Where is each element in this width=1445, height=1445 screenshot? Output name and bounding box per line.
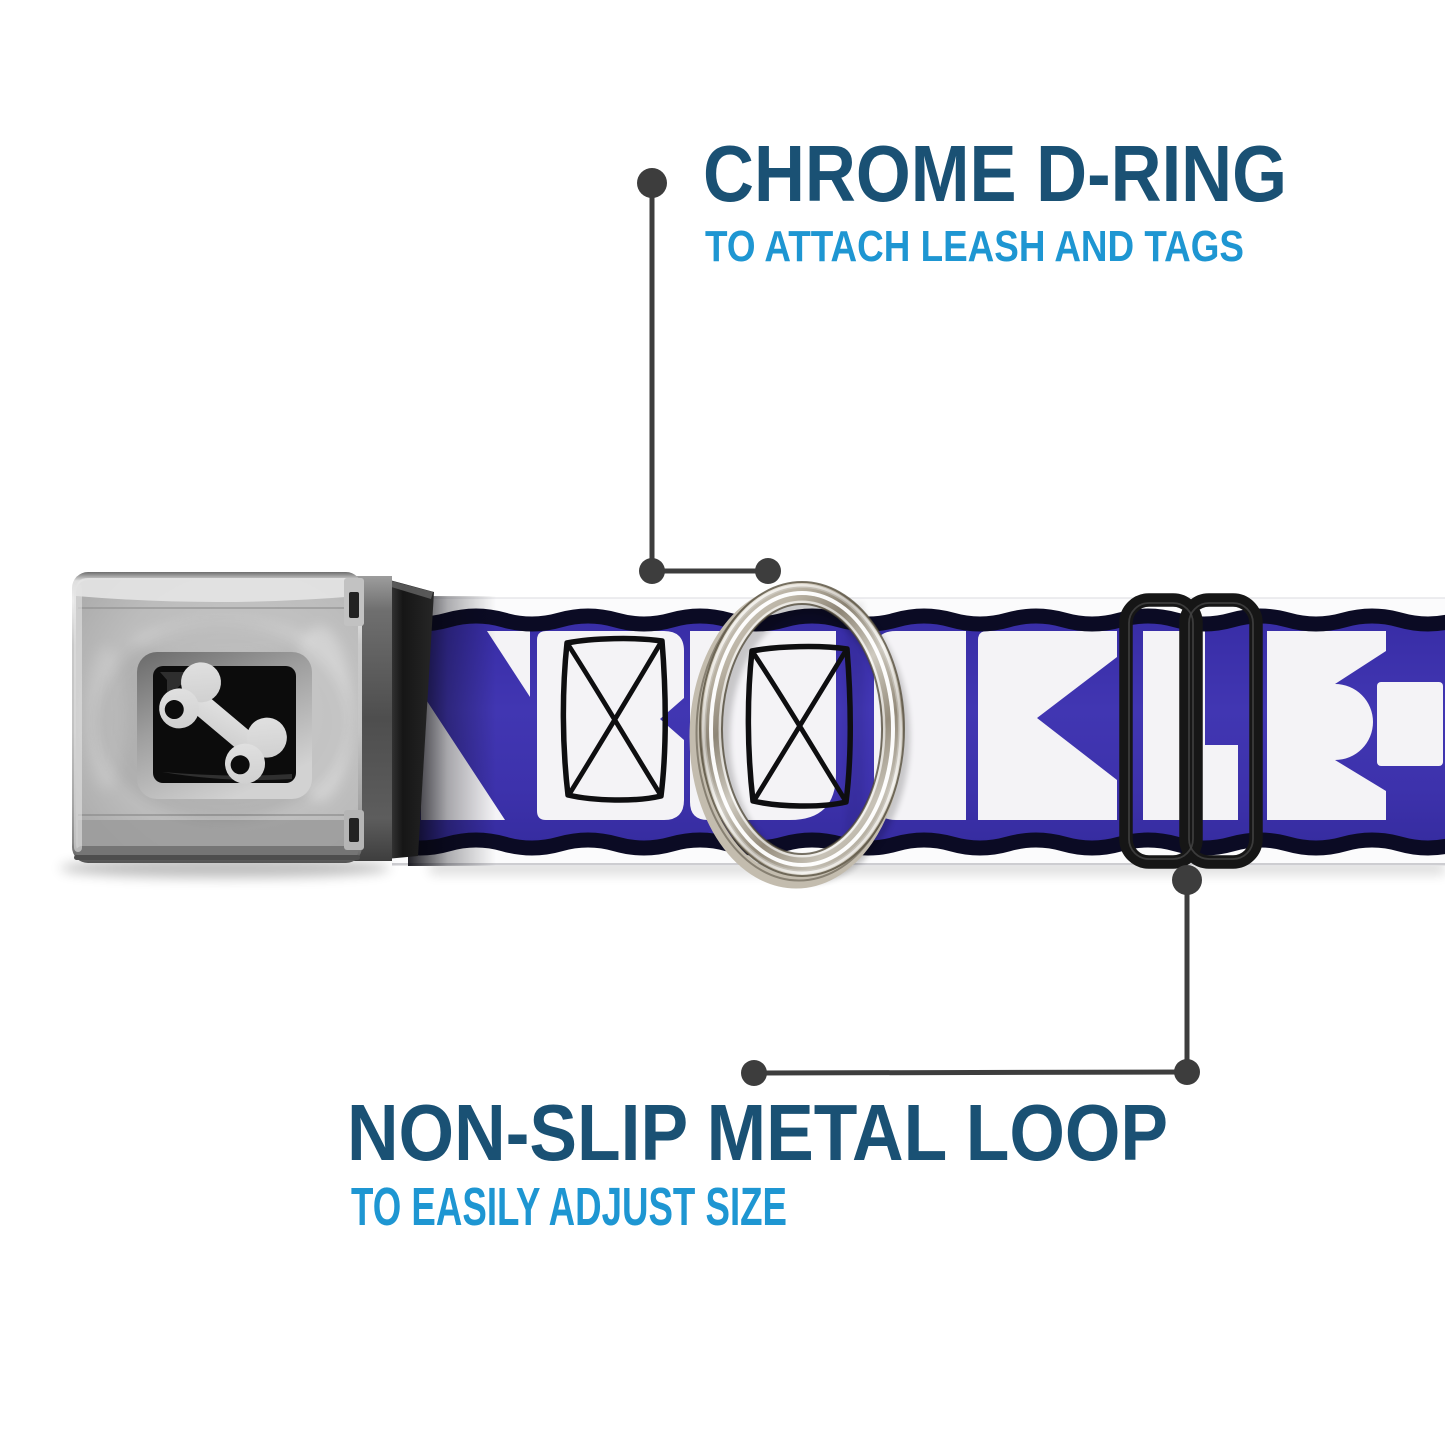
callout-dot bbox=[639, 558, 665, 584]
callout-dot bbox=[755, 558, 781, 584]
dog-bone-icon bbox=[159, 662, 287, 784]
collar-strap bbox=[389, 596, 1445, 874]
webbing-border-top bbox=[389, 608, 1445, 632]
top-callout-title: CHROME D-RING bbox=[703, 129, 1287, 218]
non-slip-metal-loop bbox=[1119, 593, 1263, 869]
callout-dot bbox=[741, 1060, 767, 1086]
seatbelt-buckle bbox=[60, 572, 434, 878]
callout-bottom bbox=[741, 865, 1202, 1086]
box-x-stitching bbox=[560, 635, 853, 809]
buckle-latch bbox=[386, 579, 434, 859]
chrome-d-ring bbox=[689, 581, 910, 889]
bottom-callout-title: NON-SLIP METAL LOOP bbox=[347, 1088, 1168, 1177]
callout-lines bbox=[637, 168, 1202, 1086]
bottom-callout-subtitle: TO EASILY ADJUST SIZE bbox=[351, 1177, 787, 1237]
callout-dot bbox=[1174, 1059, 1200, 1085]
webbing-logo-letters bbox=[421, 631, 1443, 820]
webbing-border-bottom bbox=[389, 832, 1445, 856]
callout-top bbox=[637, 168, 781, 584]
top-callout-subtitle: TO ATTACH LEASH AND TAGS bbox=[705, 222, 1244, 271]
callout-dot bbox=[1172, 865, 1202, 895]
callout-dot bbox=[637, 168, 667, 198]
